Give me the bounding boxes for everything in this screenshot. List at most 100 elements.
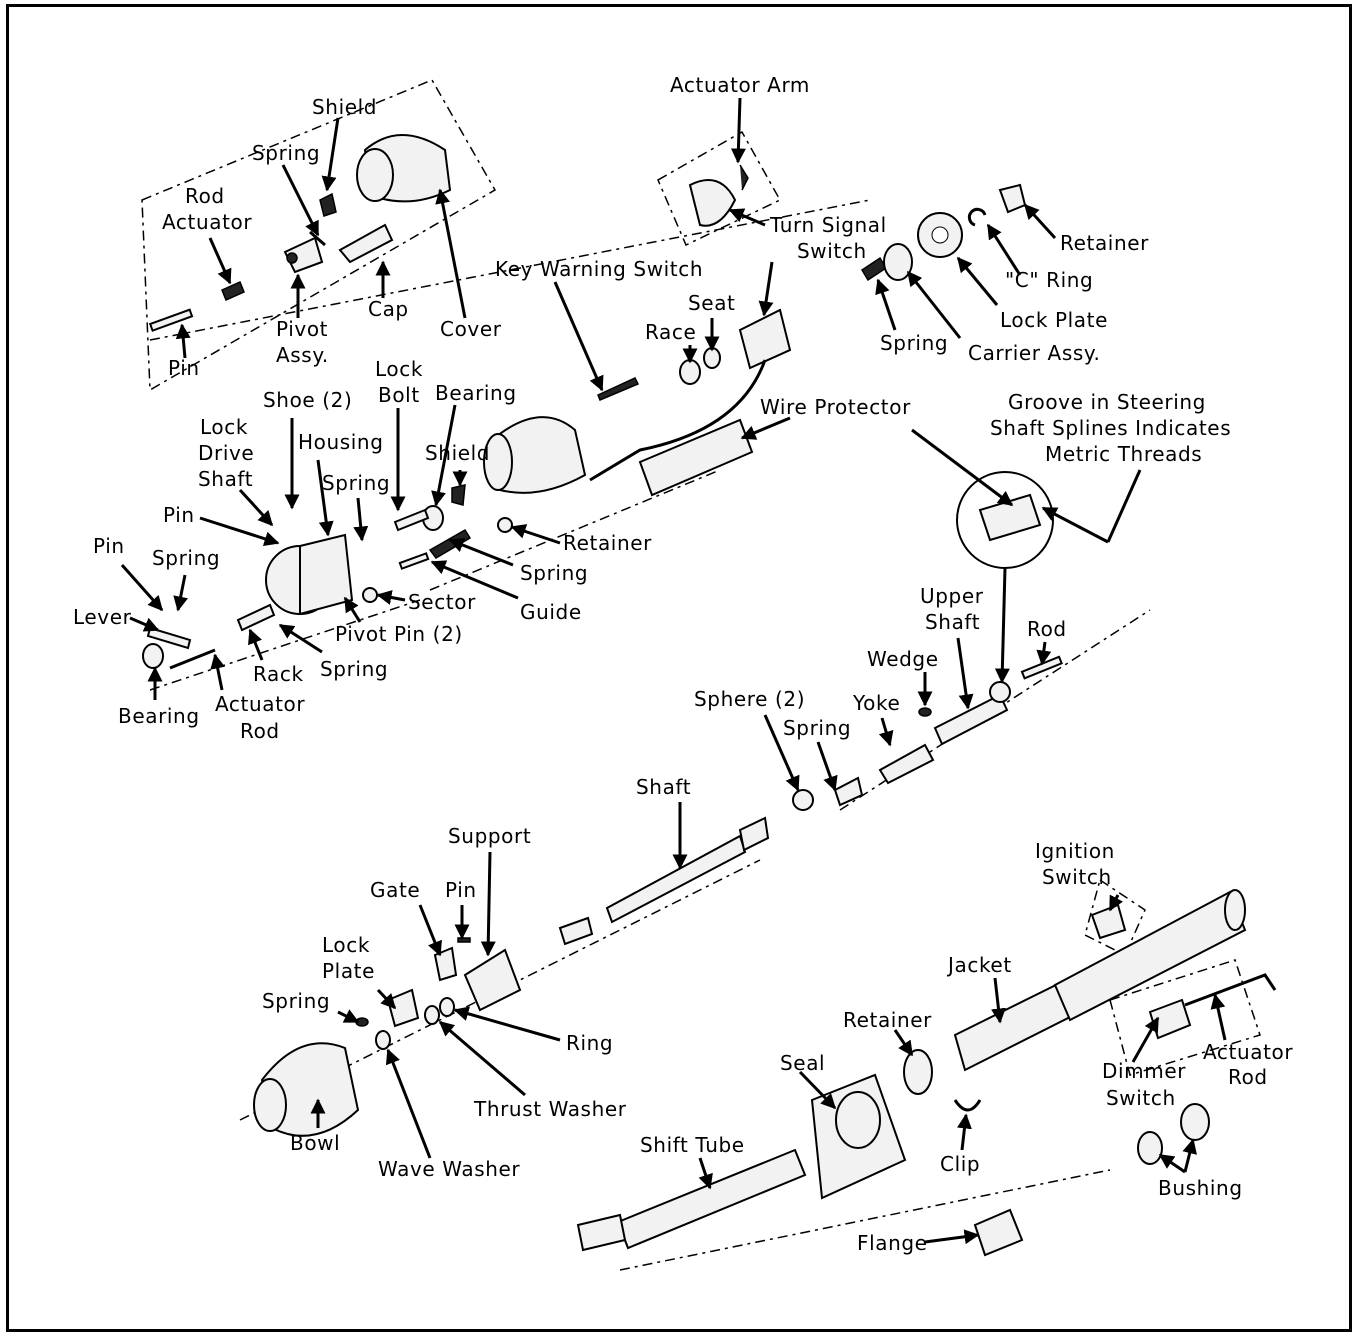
- actuator-rod-right-part: [1184, 973, 1277, 1007]
- label-retainer-top: Retainer: [1060, 231, 1149, 255]
- label-lock-bolt-line1: Lock: [375, 357, 423, 381]
- label-actuator-rod-right-line1: Actuator: [1203, 1040, 1293, 1064]
- support-part: [463, 948, 522, 1012]
- label-turn-signal-line1: Turn Signal: [769, 213, 887, 237]
- label-bearing-left: Bearing: [118, 704, 200, 728]
- actuator-arm-enclosure: [657, 130, 782, 247]
- label-gate: Gate: [370, 878, 420, 902]
- label-spring-sphere: Spring: [783, 716, 851, 740]
- label-lock-drive-shaft-line3: Shaft: [198, 467, 253, 491]
- cover-part: [356, 134, 452, 203]
- label-pin-top: Pin: [168, 356, 200, 380]
- label-actuator-arm: Actuator Arm: [670, 73, 810, 97]
- label-shield-top: Shield: [312, 95, 377, 119]
- diagram-frame: [6, 4, 1352, 1332]
- label-pivot-assy-line2: Assy.: [276, 343, 329, 367]
- label-actuator-rod-left-line1: Actuator: [215, 692, 305, 716]
- bowl-part: [253, 1042, 360, 1137]
- label-shield-mid: Shield: [425, 441, 490, 465]
- label-lever: Lever: [73, 605, 132, 629]
- leader-arrows: [120, 97, 1227, 1245]
- label-clip: Clip: [940, 1152, 980, 1176]
- guide-part: [398, 552, 430, 570]
- label-groove-line2: Shaft Splines Indicates: [990, 416, 1231, 440]
- lock-plate-top-part: [917, 212, 963, 258]
- c-ring-part: [967, 207, 987, 227]
- label-race: Race: [645, 320, 696, 344]
- label-jacket: Jacket: [946, 953, 1012, 977]
- label-housing: Housing: [298, 430, 384, 454]
- label-wire-protector: Wire Protector: [760, 395, 911, 419]
- label-actuator-rod-right-line2: Rod: [1228, 1065, 1268, 1089]
- wedge-part: [918, 707, 932, 717]
- wire-protector-part: [638, 418, 754, 497]
- label-upper-shaft-line2: Shaft: [925, 610, 980, 634]
- rack-part: [236, 603, 276, 632]
- label-rod-actuator-line2: Actuator: [162, 210, 252, 234]
- label-lock-plate-bottom-line2: Plate: [322, 959, 375, 983]
- label-spring-carrier: Spring: [880, 331, 948, 355]
- labels: Shield Spring Rod Actuator Cap Pivot Ass…: [73, 73, 1293, 1255]
- label-lock-plate-top: Lock Plate: [1000, 308, 1108, 332]
- label-pivot-assy-line1: Pivot: [276, 317, 328, 341]
- label-spring-bottom: Spring: [262, 989, 330, 1013]
- wave-washer-part: [375, 1030, 391, 1050]
- upper-centerline: [149, 199, 871, 691]
- label-cover: Cover: [440, 317, 502, 341]
- label-shift-tube: Shift Tube: [640, 1133, 745, 1157]
- ignition-switch-part: [1090, 903, 1127, 940]
- label-bushing: Bushing: [1158, 1176, 1243, 1200]
- label-spring-left: Spring: [152, 546, 220, 570]
- jacket-part: [953, 889, 1247, 1072]
- coupling-part: [558, 916, 594, 946]
- sector-part: [362, 587, 378, 603]
- label-bowl: Bowl: [290, 1131, 340, 1155]
- retainer-top-part: [998, 183, 1027, 214]
- ring-part: [439, 997, 455, 1017]
- ignition-enclosure: [1084, 878, 1146, 957]
- actuator-arm-part: [739, 164, 749, 191]
- label-c-ring: "C" Ring: [1005, 268, 1093, 292]
- yoke-part: [878, 743, 935, 785]
- label-carrier-assy: Carrier Assy.: [968, 341, 1100, 365]
- label-upper-shaft-line1: Upper: [920, 584, 984, 608]
- carrier-assy-part: [883, 243, 913, 281]
- bushing-part: [1137, 1103, 1210, 1165]
- housing-part: [265, 533, 354, 616]
- turn-signal-switch-part: [688, 179, 737, 227]
- seat-part: [703, 347, 721, 369]
- label-actuator-rod-left-line2: Rod: [240, 719, 280, 743]
- cover-sleeve-part: [483, 416, 587, 494]
- label-yoke: Yoke: [852, 691, 900, 715]
- shield-top-part: [319, 192, 337, 217]
- dimmer-enclosure: [1109, 959, 1261, 1076]
- label-cap: Cap: [368, 297, 409, 321]
- shield-mid-part: [451, 484, 466, 506]
- spring-sphere-part: [833, 776, 864, 807]
- label-wedge: Wedge: [867, 647, 939, 671]
- label-rack: Rack: [253, 662, 304, 686]
- label-spring-guide: Spring: [520, 561, 588, 585]
- retainer-bottom-part: [903, 1049, 933, 1095]
- shift-tube-centerline: [619, 1169, 1111, 1271]
- seal-part: [810, 1073, 907, 1200]
- pivot-assy-part: [283, 236, 324, 274]
- label-shoe: Shoe (2): [263, 388, 352, 412]
- label-ignition-line1: Ignition: [1035, 839, 1115, 863]
- lock-plate-bottom-part: [386, 988, 420, 1028]
- sphere-part: [792, 789, 814, 811]
- label-rod: Rod: [1027, 617, 1067, 641]
- label-retainer-bottom: Retainer: [843, 1008, 932, 1032]
- upper-left-enclosure: [141, 79, 497, 392]
- rod-actuator-part: [221, 280, 245, 302]
- label-thrust-washer: Thrust Washer: [473, 1097, 627, 1121]
- shaft-part: [605, 816, 770, 924]
- race-part: [679, 359, 701, 385]
- label-spring-rack: Spring: [320, 657, 388, 681]
- turn-signal-body-part: [589, 308, 792, 482]
- actuator-rod-left-part: [169, 648, 216, 670]
- label-rod-actuator-line1: Rod: [185, 184, 225, 208]
- label-pin-gate: Pin: [445, 878, 477, 902]
- thrust-washer-part: [424, 1005, 440, 1025]
- upper-shaft-part: [933, 681, 1011, 746]
